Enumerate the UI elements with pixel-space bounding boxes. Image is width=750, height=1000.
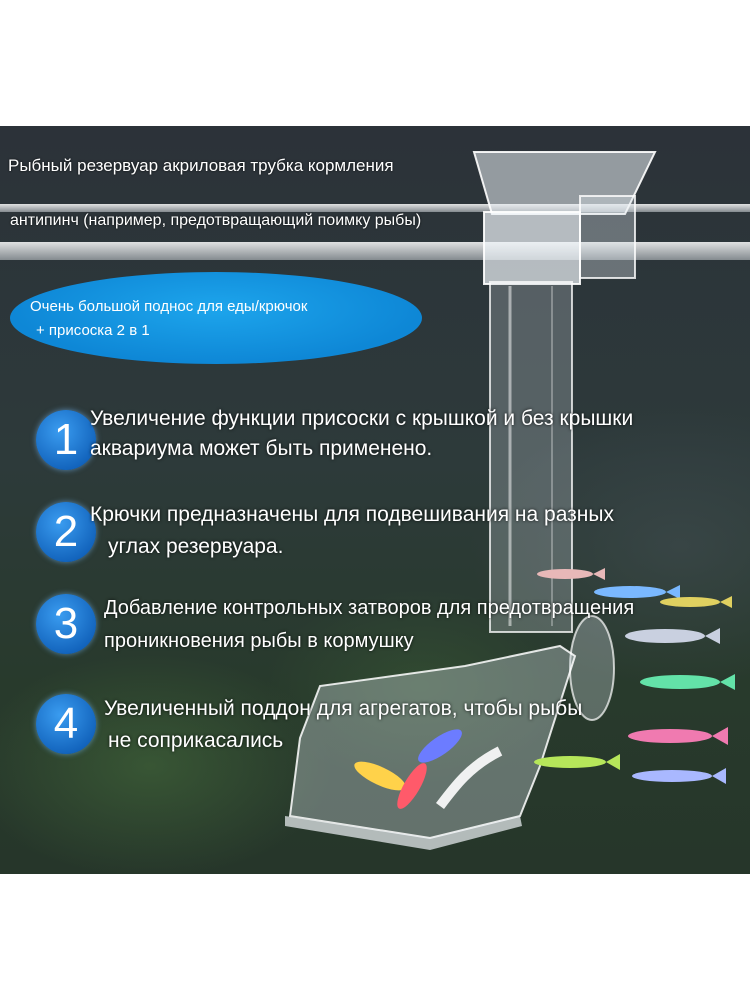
fish-icon <box>640 674 735 690</box>
fish-group <box>354 568 735 809</box>
fish-icon <box>418 729 462 763</box>
fish-icon <box>534 754 620 770</box>
feature-3-line-2: проникновения рыбы в кормушку <box>104 630 414 652</box>
fish-icon <box>397 763 427 809</box>
feature-badge-2: 2 <box>36 502 96 562</box>
glass-edge-top <box>0 204 750 212</box>
feature-3-line-1: Добавление контрольных затворов для пред… <box>104 597 635 619</box>
feature-2-line-2: углах резервуара. <box>108 535 284 558</box>
feature-1-line-1: Увеличение функции присоски с крышкой и … <box>90 407 634 430</box>
feature-number-1: 1 <box>53 415 79 464</box>
header-line-1: Рыбный резервуар акриловая трубка кормле… <box>8 156 394 175</box>
suction-cup <box>569 615 615 721</box>
feature-number-4: 4 <box>53 699 79 748</box>
feature-4-line-2: не соприкасались <box>108 729 284 752</box>
fish-icon <box>594 585 680 599</box>
fish-icon <box>354 761 406 791</box>
feature-4-line-1: Увеличенный поддон для агрегатов, чтобы … <box>104 697 583 720</box>
bubble-line-1: Очень большой поднос для еды/крючок <box>30 298 308 315</box>
fish-icon <box>632 768 726 784</box>
fish-icon <box>628 727 728 745</box>
fish-icon <box>537 568 605 580</box>
fish-icon <box>660 596 732 608</box>
header-line-2: антипинч (например, предотвращающий поим… <box>10 212 422 229</box>
feature-badge-1: 1 <box>36 410 96 470</box>
fish-icon <box>625 628 720 644</box>
feature-number-2: 2 <box>53 507 79 556</box>
acrylic-feeding-tube-icon <box>285 151 735 850</box>
feature-1-line-2: аквариума может быть применено. <box>90 437 433 460</box>
feature-bubble: Очень большой поднос для еды/крючок + пр… <box>10 272 422 364</box>
feeder-funnel <box>472 151 657 285</box>
feature-badge-3: 3 <box>36 594 96 654</box>
feeding-tube <box>489 281 573 633</box>
aquarium-background <box>0 126 750 874</box>
feature-2-line-1: Крючки предназначены для подвешивания на… <box>90 503 614 526</box>
bubble-line-2: + присоска 2 в 1 <box>36 322 150 339</box>
feature-badge-4: 4 <box>36 694 96 754</box>
feature-number-3: 3 <box>53 599 79 648</box>
